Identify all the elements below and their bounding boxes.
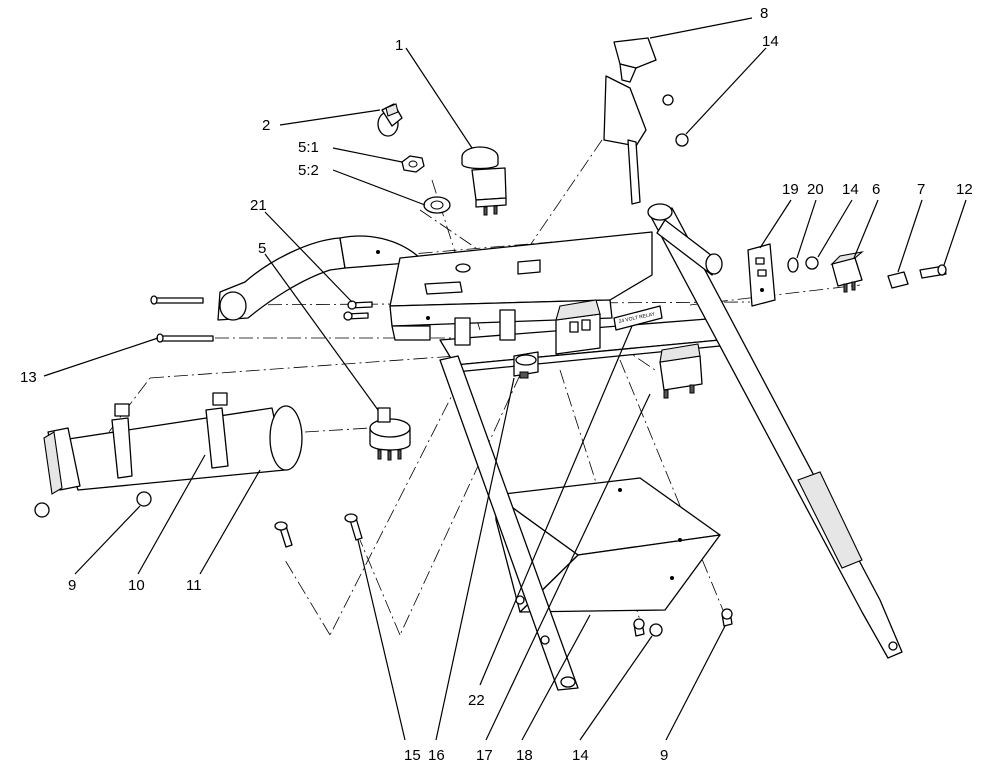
cylinder-11 — [43, 405, 303, 495]
callout-5-1: 5:1 — [298, 139, 319, 156]
push-button-switch — [461, 146, 507, 216]
screws-21 — [343, 300, 373, 321]
relay-label-plate: 24 VOLT RELAY — [613, 305, 663, 331]
nuts-9-left — [34, 491, 152, 518]
callout-11: 11 — [186, 577, 202, 594]
callout-14-top: 14 — [762, 33, 779, 50]
callout-5-2: 5:2 — [298, 162, 319, 179]
nut-and-washer — [401, 155, 451, 214]
callout-18: 18 — [516, 747, 533, 764]
callout-7: 7 — [917, 181, 925, 198]
callout-8: 8 — [760, 5, 768, 22]
callout-1: 1 — [395, 37, 403, 54]
relay-block — [555, 299, 601, 355]
callout-21: 21 — [250, 197, 267, 214]
callout-13: 13 — [20, 369, 37, 386]
callout-6: 6 — [872, 181, 880, 198]
washer-7-screw-12 — [887, 264, 947, 289]
lower-rod — [439, 355, 579, 691]
relay-module-17 — [659, 343, 703, 399]
lower-bracket-18 — [494, 477, 721, 613]
callout-14-right: 14 — [842, 181, 859, 198]
bolts-15 — [274, 513, 363, 548]
callout-19: 19 — [782, 181, 799, 198]
callout-10: 10 — [128, 577, 145, 594]
nut-14-top — [675, 133, 689, 147]
long-bolts-13 — [150, 295, 214, 343]
bottom-fasteners — [633, 608, 733, 637]
callout-16: 16 — [428, 747, 445, 764]
micro-switch-6 — [830, 251, 864, 293]
handle-tube-left — [217, 235, 421, 321]
callout-20: 20 — [807, 181, 824, 198]
lever-8 — [603, 37, 674, 205]
callout-numbers: 1 2 5:1 5:2 21 5 8 14 19 20 14 6 7 12 13… — [20, 5, 973, 764]
callout-5: 5 — [258, 240, 266, 257]
rotary-switch — [369, 407, 411, 461]
callout-9-left: 9 — [68, 577, 76, 594]
clamps-10 — [111, 392, 229, 479]
washer-20-nut-14 — [787, 256, 819, 273]
callout-14-bottom: 14 — [572, 747, 589, 764]
callout-17: 17 — [476, 747, 493, 764]
callout-12: 12 — [956, 181, 973, 198]
callout-15: 15 — [404, 747, 421, 764]
callout-2: 2 — [262, 117, 270, 134]
leader-lines — [43, 17, 967, 741]
callout-22: 22 — [468, 692, 485, 709]
key-switch — [377, 103, 403, 137]
connector-16 — [513, 351, 539, 379]
right-arm — [647, 203, 903, 659]
callout-9-bottom: 9 — [660, 747, 668, 764]
plate-19 — [747, 243, 776, 307]
